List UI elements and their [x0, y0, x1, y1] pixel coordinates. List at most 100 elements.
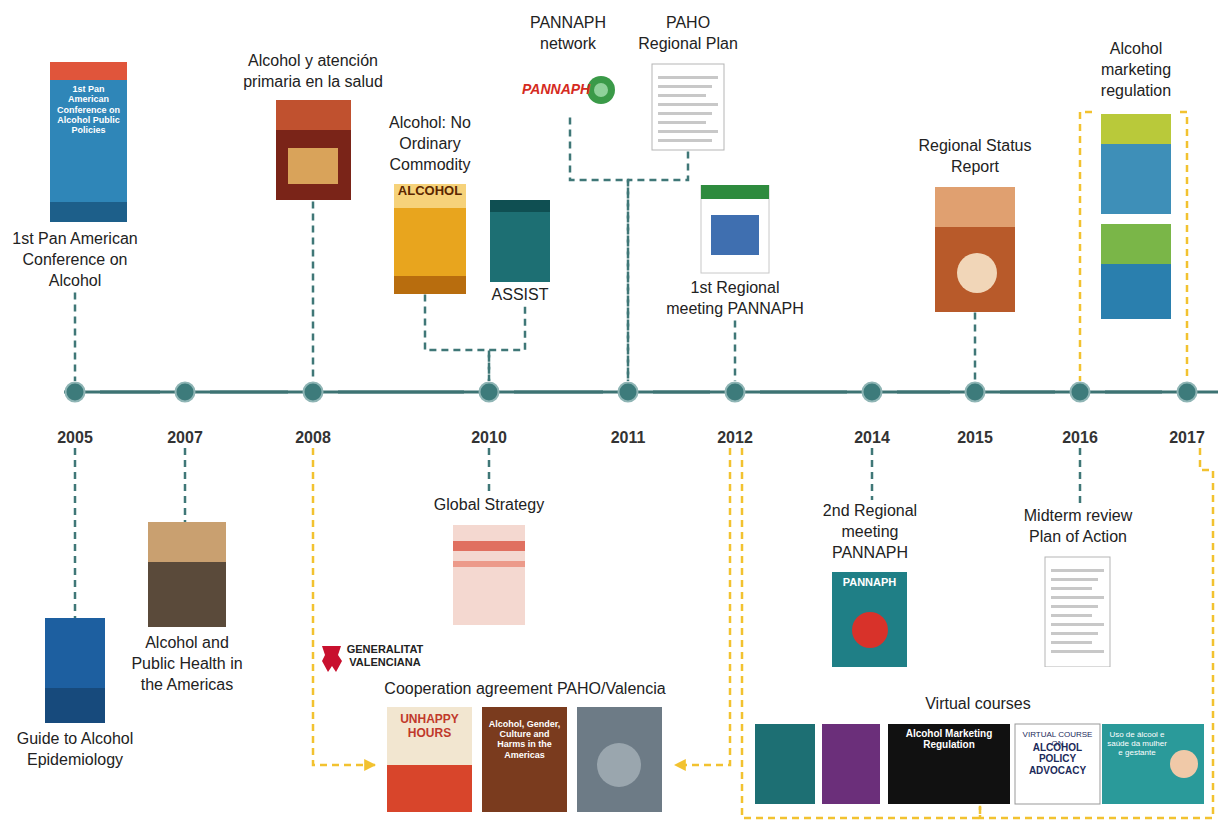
cover-shape	[1051, 587, 1092, 590]
timeline-dot	[863, 383, 882, 402]
cover-illustration	[1092, 106, 1180, 324]
link-arrow	[1080, 112, 1092, 381]
timeline-item: Guide to Alcohol Epidemiology	[5, 618, 145, 772]
cover-shape	[1101, 114, 1171, 144]
timeline-dot	[304, 383, 323, 402]
leader-line	[184, 448, 187, 522]
cover-shape	[711, 215, 759, 255]
cover-shape	[658, 76, 718, 79]
leader-line	[974, 313, 977, 381]
cover-shape	[1051, 632, 1098, 635]
timeline-dot	[726, 383, 745, 402]
cover-text: Alcohol Marketing Regulation	[892, 728, 1006, 751]
cover-shape	[701, 185, 769, 199]
timeline-item: Regional Status Report	[905, 135, 1045, 313]
cover-shape	[276, 100, 351, 130]
timeline-item: Alcohol and Public Health in the America…	[122, 522, 252, 696]
year-marker: 2015	[950, 381, 1000, 448]
cover-shape	[45, 688, 105, 723]
timeline-dot	[1069, 381, 1091, 403]
year-marker: 2010	[464, 381, 514, 448]
cover-shape	[50, 202, 127, 222]
cover-shape	[288, 148, 338, 184]
leader-line	[1079, 448, 1082, 505]
timeline-dot	[66, 383, 85, 402]
year-label: 2008	[288, 428, 338, 448]
cover-illustration	[122, 522, 252, 632]
timeline-item: ASSIST	[482, 200, 558, 307]
year-label: 2007	[160, 428, 210, 448]
year-label: 2005	[50, 428, 100, 448]
timeline-dot	[302, 381, 324, 403]
cover-shape	[1051, 605, 1098, 608]
cover-shape	[935, 187, 1015, 227]
timeline-item: 1st Regional meeting PANNAPH	[660, 185, 810, 321]
leader-line	[488, 448, 491, 494]
item-caption: Alcohol marketing regulation	[1092, 38, 1180, 102]
cover-illustration	[5, 618, 145, 728]
cover-shape	[50, 62, 127, 222]
cover-shape	[1051, 650, 1104, 653]
year-label: 2010	[464, 428, 514, 448]
leader-line	[425, 294, 489, 381]
timeline-item: Alcohol: No Ordinary Commodity	[378, 112, 482, 294]
cover-text: 1st Pan American Conference on Alcohol P…	[54, 84, 123, 136]
cover-shape	[453, 541, 525, 551]
cover-shape	[1101, 224, 1171, 319]
item-caption: Virtual courses	[752, 693, 1204, 716]
timeline-axis	[64, 391, 1218, 394]
cover-illustration	[633, 60, 743, 152]
cover-shape	[1051, 623, 1104, 626]
cover-shape	[1051, 641, 1092, 644]
cover-shape	[394, 276, 466, 294]
link-arrow	[313, 448, 375, 765]
cover-shape	[453, 561, 525, 567]
cover-shape	[148, 522, 226, 627]
item-caption: 1st Regional meeting PANNAPH	[660, 277, 810, 321]
leader-line	[570, 118, 628, 381]
year-label: 2014	[847, 428, 897, 448]
cover-text: UNHAPPY HOURS	[390, 713, 469, 741]
timeline-dot	[64, 381, 86, 403]
cover-shape	[1045, 557, 1110, 667]
year-marker: 2011	[603, 381, 653, 448]
cover-shape	[482, 707, 567, 812]
year-label: 2017	[1162, 428, 1212, 448]
year-marker: 2008	[288, 381, 338, 448]
item-caption: Alcohol and Public Health in the America…	[122, 632, 252, 696]
timeline-dot	[966, 383, 985, 402]
timeline-item: Global Strategy	[424, 494, 554, 627]
cover-shape	[1101, 114, 1171, 214]
cover-shape	[852, 612, 888, 648]
year-marker: 2005	[50, 381, 100, 448]
cover-text: GENERALITAT VALENCIANA	[345, 643, 425, 668]
timeline-dot	[174, 381, 196, 403]
item-caption: Regional Status Report	[905, 135, 1045, 179]
cover-illustration	[228, 98, 398, 202]
year-label: 2011	[603, 428, 653, 448]
cover-text: Uso de álcool e saúde da mulher e gestan…	[1106, 730, 1168, 758]
cover-shape	[935, 187, 1015, 312]
leader-line	[734, 321, 737, 381]
timeline-dot	[480, 383, 499, 402]
item-caption: ASSIST	[482, 284, 558, 307]
cover-shape	[658, 103, 718, 106]
item-caption: Cooperation agreement PAHO/Valencia	[375, 678, 675, 701]
timeline-dot	[964, 381, 986, 403]
leader-line	[871, 448, 874, 500]
item-caption: Guide to Alcohol Epidemiology	[5, 728, 145, 772]
cover-text: ALCOHOL	[396, 184, 464, 199]
cover-illustration	[482, 200, 558, 284]
link-arrow	[675, 448, 730, 765]
leader-line	[74, 292, 77, 381]
leader-line	[312, 202, 315, 381]
cover-shape	[148, 522, 226, 562]
cover-illustration	[1013, 553, 1143, 667]
link-arrow	[1180, 112, 1187, 381]
cover-shape	[1051, 596, 1104, 599]
timeline-item: Alcohol y atención primaria en la salud	[228, 50, 398, 202]
cover-text: Alcohol, Gender, Culture and Harms in th…	[485, 719, 564, 760]
year-label: 2015	[950, 428, 1000, 448]
